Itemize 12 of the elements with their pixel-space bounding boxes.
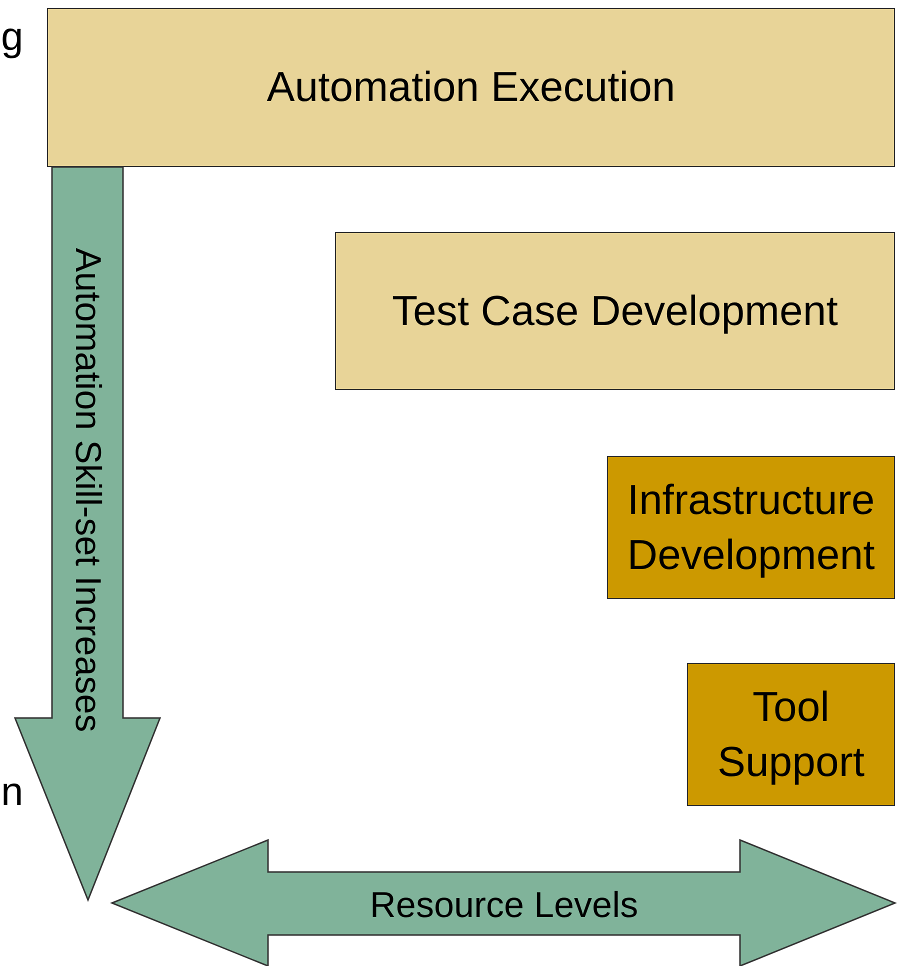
arrow-label: Resource Levels	[370, 884, 638, 926]
box-label: Automation Execution	[266, 62, 676, 112]
process-box	[687, 663, 895, 806]
text-fragment: n	[1, 770, 24, 815]
process-box	[47, 8, 895, 167]
text-fragment: g	[1, 15, 24, 60]
process-box	[607, 456, 895, 599]
process-box	[335, 232, 895, 390]
box-label: Tool Support	[716, 682, 866, 787]
box-label: Test Case Development	[392, 286, 838, 336]
box-label: Infrastructure Development	[626, 474, 876, 580]
arrow-label: Automation Skill-set Increases	[67, 248, 109, 732]
